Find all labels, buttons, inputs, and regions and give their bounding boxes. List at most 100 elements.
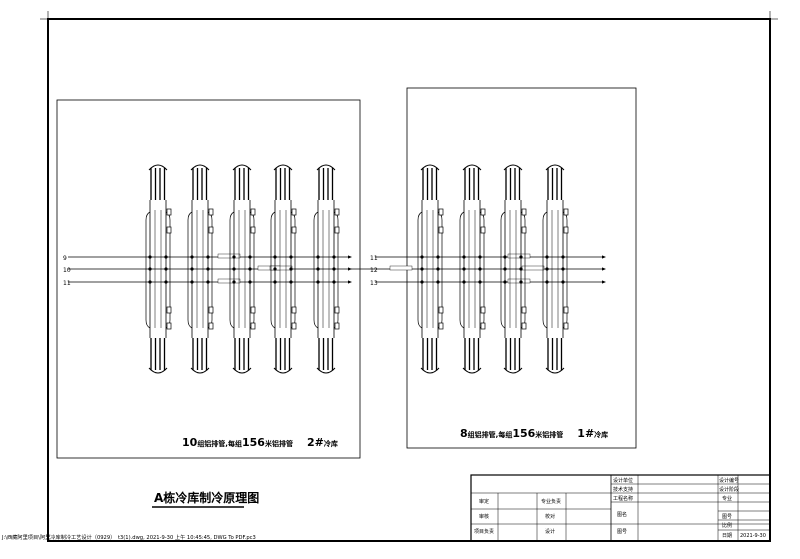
valve xyxy=(480,306,486,314)
pipe-label-right-13: 13 xyxy=(370,280,378,287)
flow-arrow xyxy=(348,255,352,259)
bracket-loop xyxy=(187,211,193,329)
junction xyxy=(332,267,336,271)
valve xyxy=(334,208,340,216)
room-1-caption-hash: # xyxy=(585,427,594,440)
pipe-tag xyxy=(269,265,293,271)
evaporator-coil xyxy=(459,164,486,374)
room-1-caption-length: 156 xyxy=(512,427,535,440)
valve xyxy=(208,322,214,330)
valve xyxy=(291,306,297,314)
valve xyxy=(250,306,256,314)
junction xyxy=(273,267,277,271)
bracket-loop xyxy=(459,211,465,329)
junction xyxy=(148,255,152,259)
evaporator-coil xyxy=(313,164,340,374)
bracket-loop xyxy=(270,211,276,329)
valve xyxy=(208,306,214,314)
sheet-border xyxy=(47,18,771,542)
valve xyxy=(334,322,340,330)
valve xyxy=(563,226,569,234)
valve xyxy=(563,306,569,314)
coil-bend xyxy=(545,164,565,171)
valve xyxy=(334,226,340,234)
valve xyxy=(291,322,297,330)
junction xyxy=(420,267,424,271)
bracket-loop xyxy=(313,211,319,329)
junction xyxy=(148,267,152,271)
room-1-caption-text2: 米铝排管 xyxy=(534,430,563,439)
coil-bend xyxy=(190,367,210,374)
junction xyxy=(420,280,424,284)
room-2-caption-text1: 组铝排管,每组 xyxy=(197,439,242,448)
junction xyxy=(436,267,440,271)
valve xyxy=(291,226,297,234)
tb-gongcheng-mingcheng: 工程名称 xyxy=(613,495,633,502)
coil-bend xyxy=(545,367,565,374)
junction xyxy=(164,280,168,284)
tb-riqi: 日期 xyxy=(722,533,732,539)
evaporator-coil xyxy=(145,164,172,374)
junction xyxy=(478,280,482,284)
tb-zhuanye: 专业 xyxy=(722,495,732,502)
coil-bend xyxy=(232,367,252,374)
junction xyxy=(248,267,252,271)
valve xyxy=(438,226,444,234)
tb-shenhe2: 审核 xyxy=(479,513,489,520)
pipe-label-right-12: 12 xyxy=(370,267,378,274)
junction xyxy=(206,280,210,284)
bracket-loop xyxy=(417,211,423,329)
valve xyxy=(438,306,444,314)
coil-bend xyxy=(420,164,440,171)
junction xyxy=(273,280,277,284)
pipe-tag xyxy=(389,265,413,271)
flow-arrow xyxy=(602,267,606,271)
coil-bend xyxy=(148,164,168,171)
junction xyxy=(545,280,549,284)
junction xyxy=(164,267,168,271)
valve xyxy=(480,322,486,330)
tb-xiangmu-fuze: 项目负责 xyxy=(474,528,494,535)
tb-sheji: 设计 xyxy=(545,528,555,535)
valve xyxy=(521,208,527,216)
coil-bend xyxy=(462,367,482,374)
room-2-caption-text2: 米铝排管 xyxy=(264,439,293,448)
evaporator-coil xyxy=(542,164,569,374)
evaporator-coil xyxy=(187,164,214,374)
coil-bend xyxy=(462,164,482,171)
room-1-caption-text1: 组铝排管,每组 xyxy=(468,430,513,439)
junction xyxy=(190,255,194,259)
junction xyxy=(503,267,507,271)
junction xyxy=(148,280,152,284)
tb-sheji-jieduan: 设计阶段 xyxy=(719,486,739,493)
junction xyxy=(519,267,523,271)
tb-riqi-value: 2021-9-30 xyxy=(740,533,766,539)
valve xyxy=(521,322,527,330)
valve xyxy=(208,226,214,234)
junction xyxy=(232,280,236,284)
junction xyxy=(289,280,293,284)
junction xyxy=(478,255,482,259)
tb-sheji-bianhao: 设计编号 xyxy=(719,477,739,484)
valve xyxy=(480,226,486,234)
valve xyxy=(521,226,527,234)
junction xyxy=(462,255,466,259)
valve xyxy=(208,208,214,216)
junction xyxy=(164,255,168,259)
bracket-loop xyxy=(145,211,151,329)
drawing-title: A栋冷库制冷原理图 xyxy=(154,490,259,505)
junction xyxy=(206,255,210,259)
tb-tuhao: 图号 xyxy=(617,529,627,535)
tb-tuhao2: 图号 xyxy=(722,514,732,520)
coil-bend xyxy=(316,367,336,374)
bracket-loop xyxy=(500,211,506,329)
title-block-frame xyxy=(470,474,771,542)
junction xyxy=(332,255,336,259)
coil-bend xyxy=(148,367,168,374)
junction xyxy=(273,255,277,259)
junction xyxy=(561,255,565,259)
tb-jishu-zhichi: 技术支持 xyxy=(613,486,633,493)
footer-file-path: J:\西藏阿里项目\阿里冷库制冷工艺设计（0929）_t3(1).dwg, 20… xyxy=(1,533,256,541)
valve xyxy=(291,208,297,216)
junction xyxy=(561,267,565,271)
